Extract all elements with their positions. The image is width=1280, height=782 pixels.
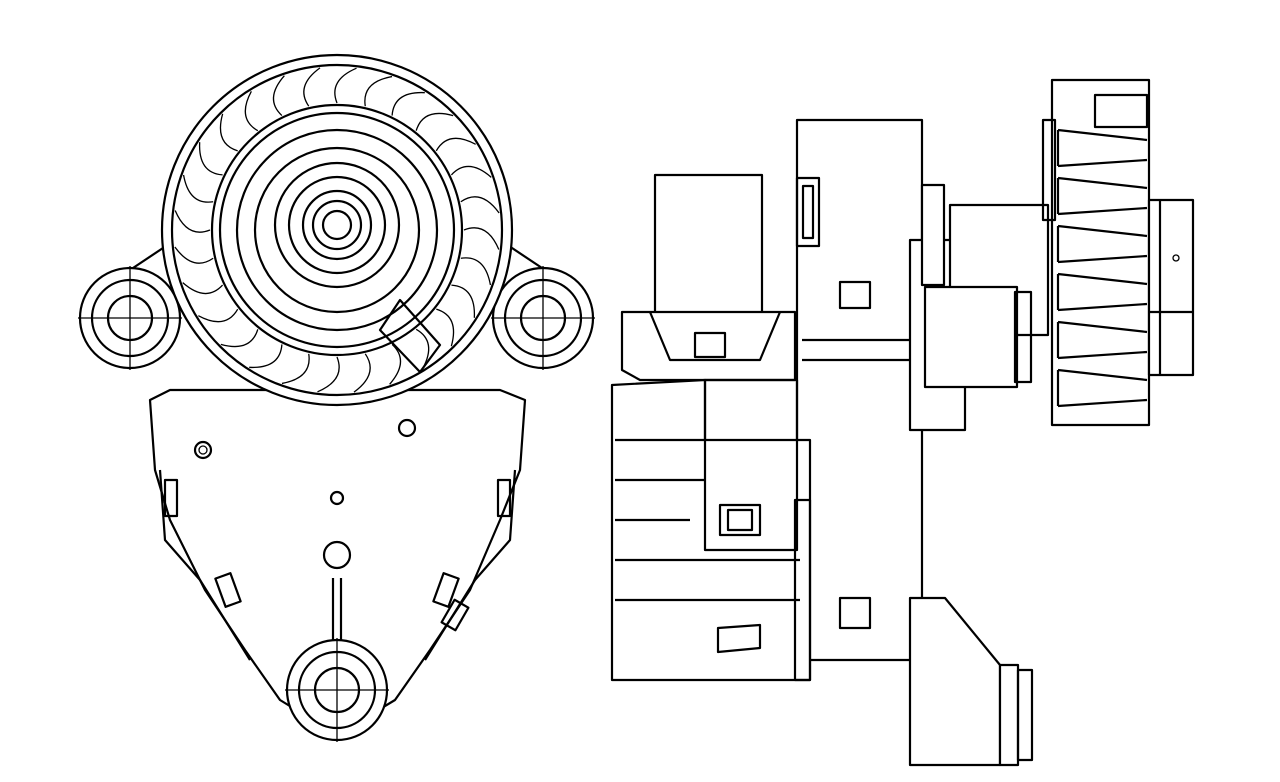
fan-blade [198,308,239,323]
side-clip-left [163,478,179,518]
hole-small [329,490,345,506]
slot [331,578,343,650]
fan-blade [334,67,357,104]
fan-blade [364,75,393,107]
hub-lug [378,298,442,374]
mounting-ear-bottom [285,638,389,742]
gear-tooth [1056,128,1148,168]
top-housing [653,173,764,317]
gear-tooth [1056,176,1148,216]
tab [838,280,872,310]
fan-blade [174,210,211,233]
fan-blade [174,246,214,264]
fan-blade [244,91,259,132]
lower-housing [610,378,812,682]
fan-blade [182,174,214,203]
gear-tooth [1056,272,1148,312]
mounting-plate [148,388,527,737]
fan-blade [353,353,371,393]
fan-blade [220,329,259,348]
housing-lines [615,438,800,602]
mounting-ear-left [78,266,182,370]
body-edge-left [158,469,251,661]
side-clip-right [496,478,512,518]
outlet [923,285,1019,389]
fan-blade [219,113,238,152]
tab-right [432,572,460,608]
screw-hole [193,440,213,460]
fan-blade [317,356,340,393]
gear [1041,78,1195,427]
hole [397,418,417,438]
clip [795,176,821,248]
fan-blade [450,165,492,178]
fan-blade [451,284,475,318]
tab-left [214,572,242,608]
connector-housing-top [620,310,797,382]
central-plate [795,118,924,662]
fan-blade [272,75,285,117]
hub [235,128,439,332]
gear-tooth [1056,224,1148,264]
shaft-collar [920,183,946,287]
hole-large [322,540,352,570]
gear-tooth [1056,320,1148,360]
fan-ring [160,53,514,407]
fan-blade [415,112,454,131]
fan-blade [281,353,310,385]
side-view [610,78,1195,767]
gear-tooth [1056,368,1148,408]
fan-blade [389,343,402,385]
fan-blade [199,142,223,176]
fan-blade [436,308,455,347]
fan-blade [249,344,283,368]
tab-right-2 [440,598,470,632]
tab [838,596,872,630]
front-view [78,53,595,742]
fan-blade [435,137,476,152]
lower-outlet [908,596,1002,767]
fan-blades [174,67,500,393]
fan-blade [391,92,425,116]
terminal [718,503,762,537]
body-edge-right [424,469,517,661]
fan-blade [303,67,321,107]
fan-blade [463,227,500,250]
fan-blade [460,196,500,214]
gear-hub [1147,198,1195,377]
mounting-ear-right [491,266,595,370]
fan-blade [182,282,224,295]
fan-blade [460,257,492,286]
latch-lower [716,623,762,654]
latch [693,331,727,359]
inner-block [703,378,799,552]
